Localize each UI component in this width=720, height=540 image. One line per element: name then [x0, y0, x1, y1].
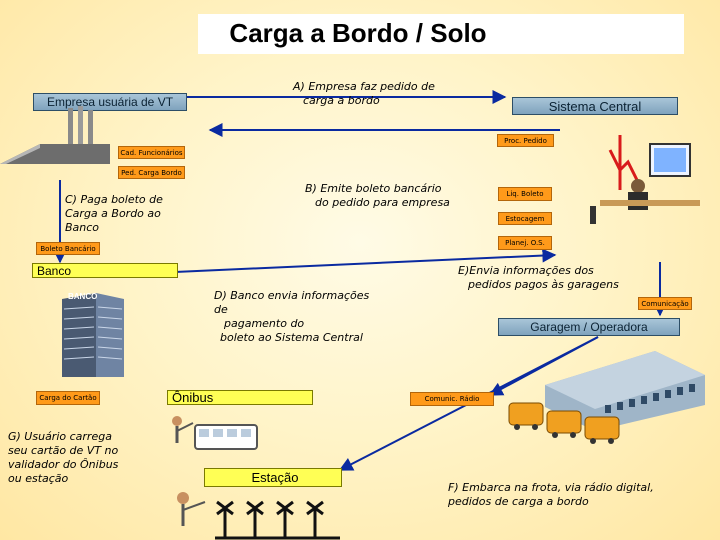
note-c-line: C) Paga boleto de	[65, 193, 163, 207]
garage-building-icon	[505, 345, 710, 445]
note-f: F) Embarca na frota, via rádio digital, …	[448, 481, 654, 509]
note-f-line: pedidos de carga a bordo	[448, 495, 654, 509]
note-d-line: pagamento do	[214, 317, 369, 331]
onibus-label: Ônibus	[167, 390, 313, 405]
note-f-line: F) Embarca na frota, via rádio digital,	[448, 481, 654, 495]
note-g-line: ou estação	[8, 472, 118, 486]
note-a-line: carga a bordo	[293, 94, 435, 108]
note-g: G) Usuário carrega seu cartão de VT no v…	[8, 430, 118, 486]
tag-carga-cartao: Carga do Cartão	[36, 391, 100, 405]
note-g-line: validador do Ônibus	[8, 458, 118, 472]
tag-proc-pedido: Proc. Pedido	[497, 134, 554, 147]
note-e-line: E)Envia informações dos	[458, 264, 619, 278]
note-d: D) Banco envia informações de pagamento …	[214, 289, 369, 345]
tag-estocagem: Estocagem	[498, 212, 552, 225]
factory-icon	[0, 106, 115, 166]
note-d-line: de	[214, 303, 369, 317]
turnstile-icon	[165, 488, 345, 540]
note-a-line: A) Empresa faz pedido de	[293, 80, 435, 94]
tag-comunicacao: Comunicação	[638, 297, 692, 310]
note-b-line: do pedido para empresa	[305, 196, 450, 210]
note-b-line: B) Emite boleto bancário	[305, 182, 450, 196]
note-c-line: Carga a Bordo ao	[65, 207, 163, 221]
note-d-line: boleto ao Sistema Central	[214, 331, 369, 345]
tag-planej-os: Planej. O.S.	[498, 236, 552, 250]
note-c-line: Banco	[65, 221, 163, 235]
note-c: C) Paga boleto de Carga a Bordo ao Banco	[65, 193, 163, 235]
tag-ped-carga-bordo: Ped. Carga Bordo	[118, 166, 185, 179]
computer-user-icon	[580, 130, 710, 235]
bank-building-icon: BANCO	[52, 285, 132, 380]
note-d-line: D) Banco envia informações	[214, 289, 369, 303]
note-e-line: pedidos pagos às garagens	[458, 278, 619, 292]
tag-cad-funcionarios: Cad. Funcionários	[118, 146, 185, 159]
bank-sign: BANCO	[68, 292, 97, 301]
note-b: B) Emite boleto bancário do pedido para …	[305, 182, 450, 210]
tag-liq-boleto: Liq. Boleto	[498, 187, 552, 201]
sistema-central-bar: Sistema Central	[512, 97, 678, 115]
tag-comunic-radio: Comunic. Rádio	[410, 392, 494, 406]
bus-validator-icon	[165, 413, 260, 453]
note-e: E)Envia informações dos pedidos pagos às…	[458, 264, 619, 292]
estacao-label: Estação	[204, 468, 342, 487]
tag-boleto-bancario: Boleto Bancário	[36, 242, 100, 255]
note-g-line: seu cartão de VT no	[8, 444, 118, 458]
note-g-line: G) Usuário carrega	[8, 430, 118, 444]
banco-label: Banco	[32, 263, 178, 278]
note-a: A) Empresa faz pedido de carga a bordo	[293, 80, 435, 108]
garagem-bar: Garagem / Operadora	[498, 318, 680, 336]
